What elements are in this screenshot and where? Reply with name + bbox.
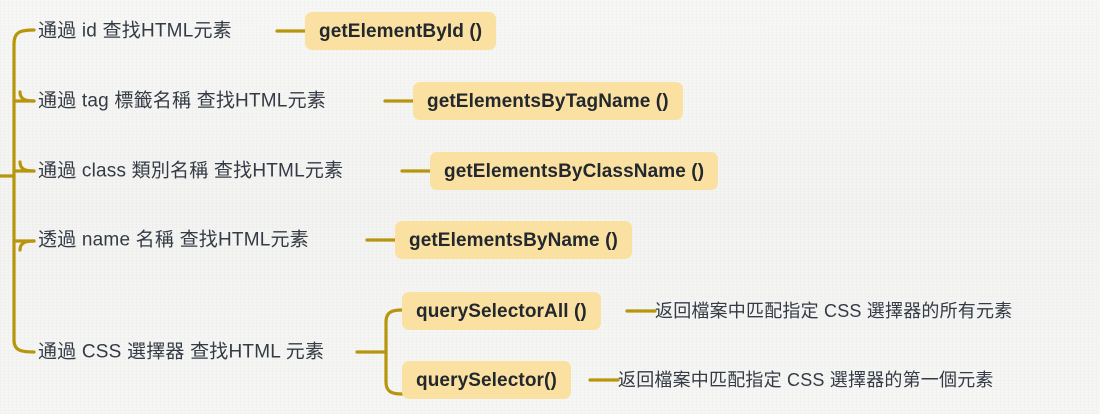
elbow-line-5 — [12, 338, 36, 354]
tick-line-2 — [18, 90, 36, 103]
description-query-selector-all: 返回檔案中匹配指定 CSS 選擇器的所有元素 — [655, 301, 1013, 321]
method-pill-get-elements-by-class-name[interactable]: getElementsByClassName () — [430, 152, 719, 190]
branch-label-by-tag[interactable]: 通過 tag 標籤名稱 查找HTML元素 — [38, 90, 326, 112]
description-query-selector: 返回檔案中匹配指定 CSS 選擇器的第一個元素 — [618, 370, 994, 390]
tick-line-4 — [18, 239, 36, 252]
tick-line-3 — [18, 160, 36, 173]
method-pill-query-selector[interactable]: querySelector() — [402, 361, 571, 399]
branch-label-by-class[interactable]: 通過 class 類別名稱 查找HTML元素 — [38, 160, 344, 182]
method-pill-get-elements-by-tag-name[interactable]: getElementsByTagName () — [413, 82, 683, 120]
method-pill-get-element-by-id[interactable]: getElementById () — [305, 12, 497, 50]
elbow-line-1 — [12, 28, 36, 46]
branch-label-by-id[interactable]: 通過 id 查找HTML元素 — [38, 20, 232, 42]
branch-label-by-css-selector[interactable]: 通過 CSS 選擇器 查找HTML 元素 — [38, 341, 325, 363]
method-pill-get-elements-by-name[interactable]: getElementsByName () — [395, 221, 632, 259]
css-elbow-line-1 — [384, 308, 404, 324]
branch-label-by-name[interactable]: 透過 name 名稱 查找HTML元素 — [38, 229, 309, 251]
css-elbow-line-2 — [384, 380, 404, 396]
method-pill-query-selector-all[interactable]: querySelectorAll () — [402, 292, 601, 330]
